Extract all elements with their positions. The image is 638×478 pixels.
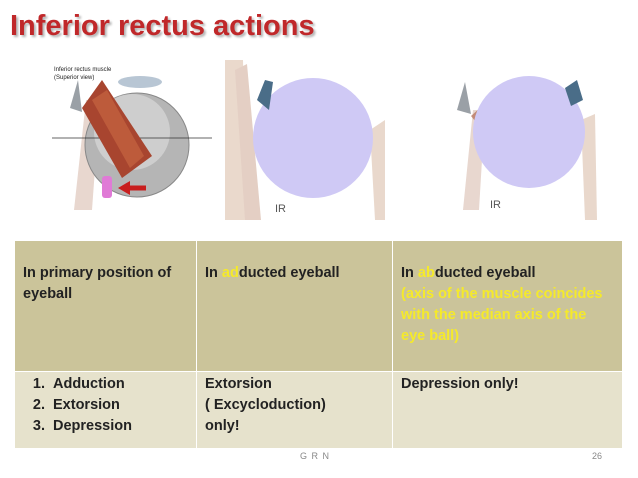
cornea bbox=[118, 76, 162, 88]
insertion-marker bbox=[102, 176, 112, 198]
eyeball-diagram-adducted: IR bbox=[225, 60, 385, 220]
list-item: Extorsion bbox=[49, 395, 188, 416]
header-adducted: In adducted eyeball bbox=[196, 240, 393, 372]
cornea bbox=[565, 80, 583, 106]
highlight-ad: ad bbox=[221, 265, 239, 281]
figure-abducted: IR bbox=[445, 60, 605, 220]
list-item: Depression bbox=[49, 416, 188, 437]
ir-label: IR bbox=[275, 203, 286, 215]
eyeball-diagram-primary bbox=[52, 60, 212, 220]
footer-author: G R N bbox=[300, 451, 331, 461]
orbital-apex bbox=[457, 82, 471, 114]
page-number: 26 bbox=[592, 451, 603, 461]
table-row: Adduction Extorsion Depression Extorsion… bbox=[14, 371, 623, 449]
cell-primary-actions: Adduction Extorsion Depression bbox=[14, 371, 197, 449]
header-abducted: In abducted eyeball(axis of the muscle c… bbox=[392, 240, 623, 372]
actions-list: Adduction Extorsion Depression bbox=[23, 374, 188, 437]
header-primary-position: In primary position of eyeball bbox=[14, 240, 197, 372]
figure-primary-position bbox=[52, 60, 212, 220]
cornea bbox=[257, 80, 273, 110]
cell-adducted-action: Extorsion ( Excycloduction) only! bbox=[196, 371, 393, 449]
list-item: Adduction bbox=[49, 374, 188, 395]
comparison-table: In primary position of eyeball In adduct… bbox=[14, 240, 623, 449]
slide-title: Inferior rectus actions bbox=[10, 10, 315, 42]
orbital-apex bbox=[70, 80, 82, 112]
figure-adducted: IR bbox=[225, 60, 385, 220]
eyeball bbox=[473, 76, 585, 188]
figure-caption: Inferior rectus muscle (Superior view) bbox=[54, 67, 112, 81]
eyeball bbox=[253, 78, 373, 198]
ir-label: IR bbox=[490, 199, 501, 211]
table-header-row: In primary position of eyeball In adduct… bbox=[14, 240, 623, 372]
highlight-ab: ab bbox=[417, 265, 435, 281]
eyeball-diagram-abducted: IR bbox=[457, 76, 597, 220]
cell-abducted-action: Depression only! bbox=[392, 371, 623, 449]
abducted-axis-note: (axis of the muscle coincides with the m… bbox=[401, 286, 603, 344]
